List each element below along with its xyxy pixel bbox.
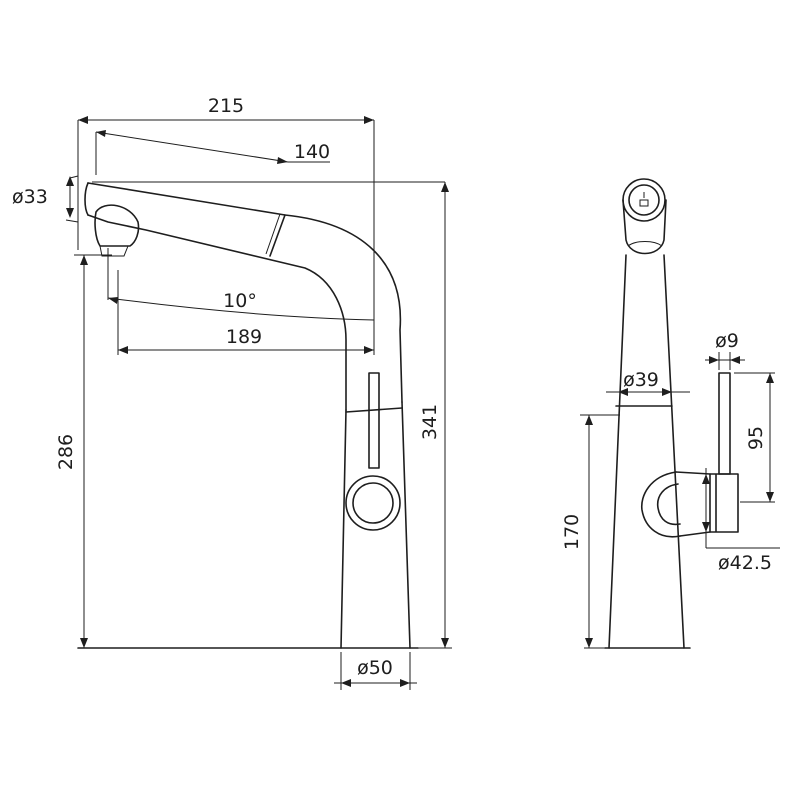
spray-head-face — [84, 182, 89, 216]
front-view — [580, 178, 780, 649]
spray-head-inner — [628, 184, 660, 216]
label-215: 215 — [208, 95, 244, 117]
label-10deg: 10° — [223, 290, 257, 312]
label-ø42.5: ø42.5 — [718, 552, 772, 574]
aerator-rim — [99, 245, 129, 257]
dim-10deg-arrow — [108, 297, 118, 304]
spout-neck — [622, 199, 667, 255]
spout-upper-edge — [87, 182, 403, 403]
label-ø9: ø9 — [715, 330, 739, 352]
dim-ø33-arrows — [66, 176, 74, 218]
spout-lower-edge — [87, 214, 347, 411]
lever-hub-outer — [345, 475, 401, 531]
spout-neck-band — [627, 241, 663, 247]
body-joint-band — [345, 407, 403, 413]
center-lines — [92, 181, 445, 300]
front-body-edges — [608, 254, 685, 649]
label-170: 170 — [561, 514, 583, 550]
lever-handle — [368, 372, 380, 469]
hub-collar — [675, 471, 711, 537]
dim-170-lines — [580, 414, 620, 649]
body-left-edge — [340, 409, 347, 649]
label-ø39: ø39 — [623, 369, 659, 391]
dim-286-lines — [74, 254, 112, 648]
label-286: 286 — [55, 434, 77, 470]
label-ø33: ø33 — [12, 186, 48, 208]
dim-341-lines — [412, 182, 452, 649]
spray-head-joint — [269, 214, 286, 257]
spray-button-icon — [639, 192, 649, 207]
hub-arc-outer — [641, 471, 681, 538]
dim-ø9-arrows — [709, 356, 740, 364]
dim-95-lines — [734, 372, 775, 503]
dim-189-lines — [117, 270, 374, 355]
label-ø50: ø50 — [357, 657, 393, 679]
hub-arc-inner — [656, 483, 681, 526]
lever-hub-inner — [352, 482, 394, 524]
dim-10deg-arc — [107, 297, 375, 321]
dimension-labels: 215 140 ø33 10° 189 286 341 ø50 ø9 ø39 9… — [12, 95, 772, 679]
body-right-edge — [401, 401, 411, 649]
label-95: 95 — [745, 426, 767, 450]
label-341: 341 — [419, 404, 441, 440]
front-lever-handle — [718, 372, 731, 475]
hub-cap — [709, 473, 739, 533]
dim-215-lines — [77, 119, 375, 355]
spray-head-joint-inner — [265, 213, 281, 255]
side-view — [65, 116, 452, 690]
label-140: 140 — [294, 141, 330, 163]
label-189: 189 — [226, 326, 262, 348]
aerator-nozzle — [94, 204, 140, 247]
dim-ø42.5-lines — [705, 468, 780, 549]
